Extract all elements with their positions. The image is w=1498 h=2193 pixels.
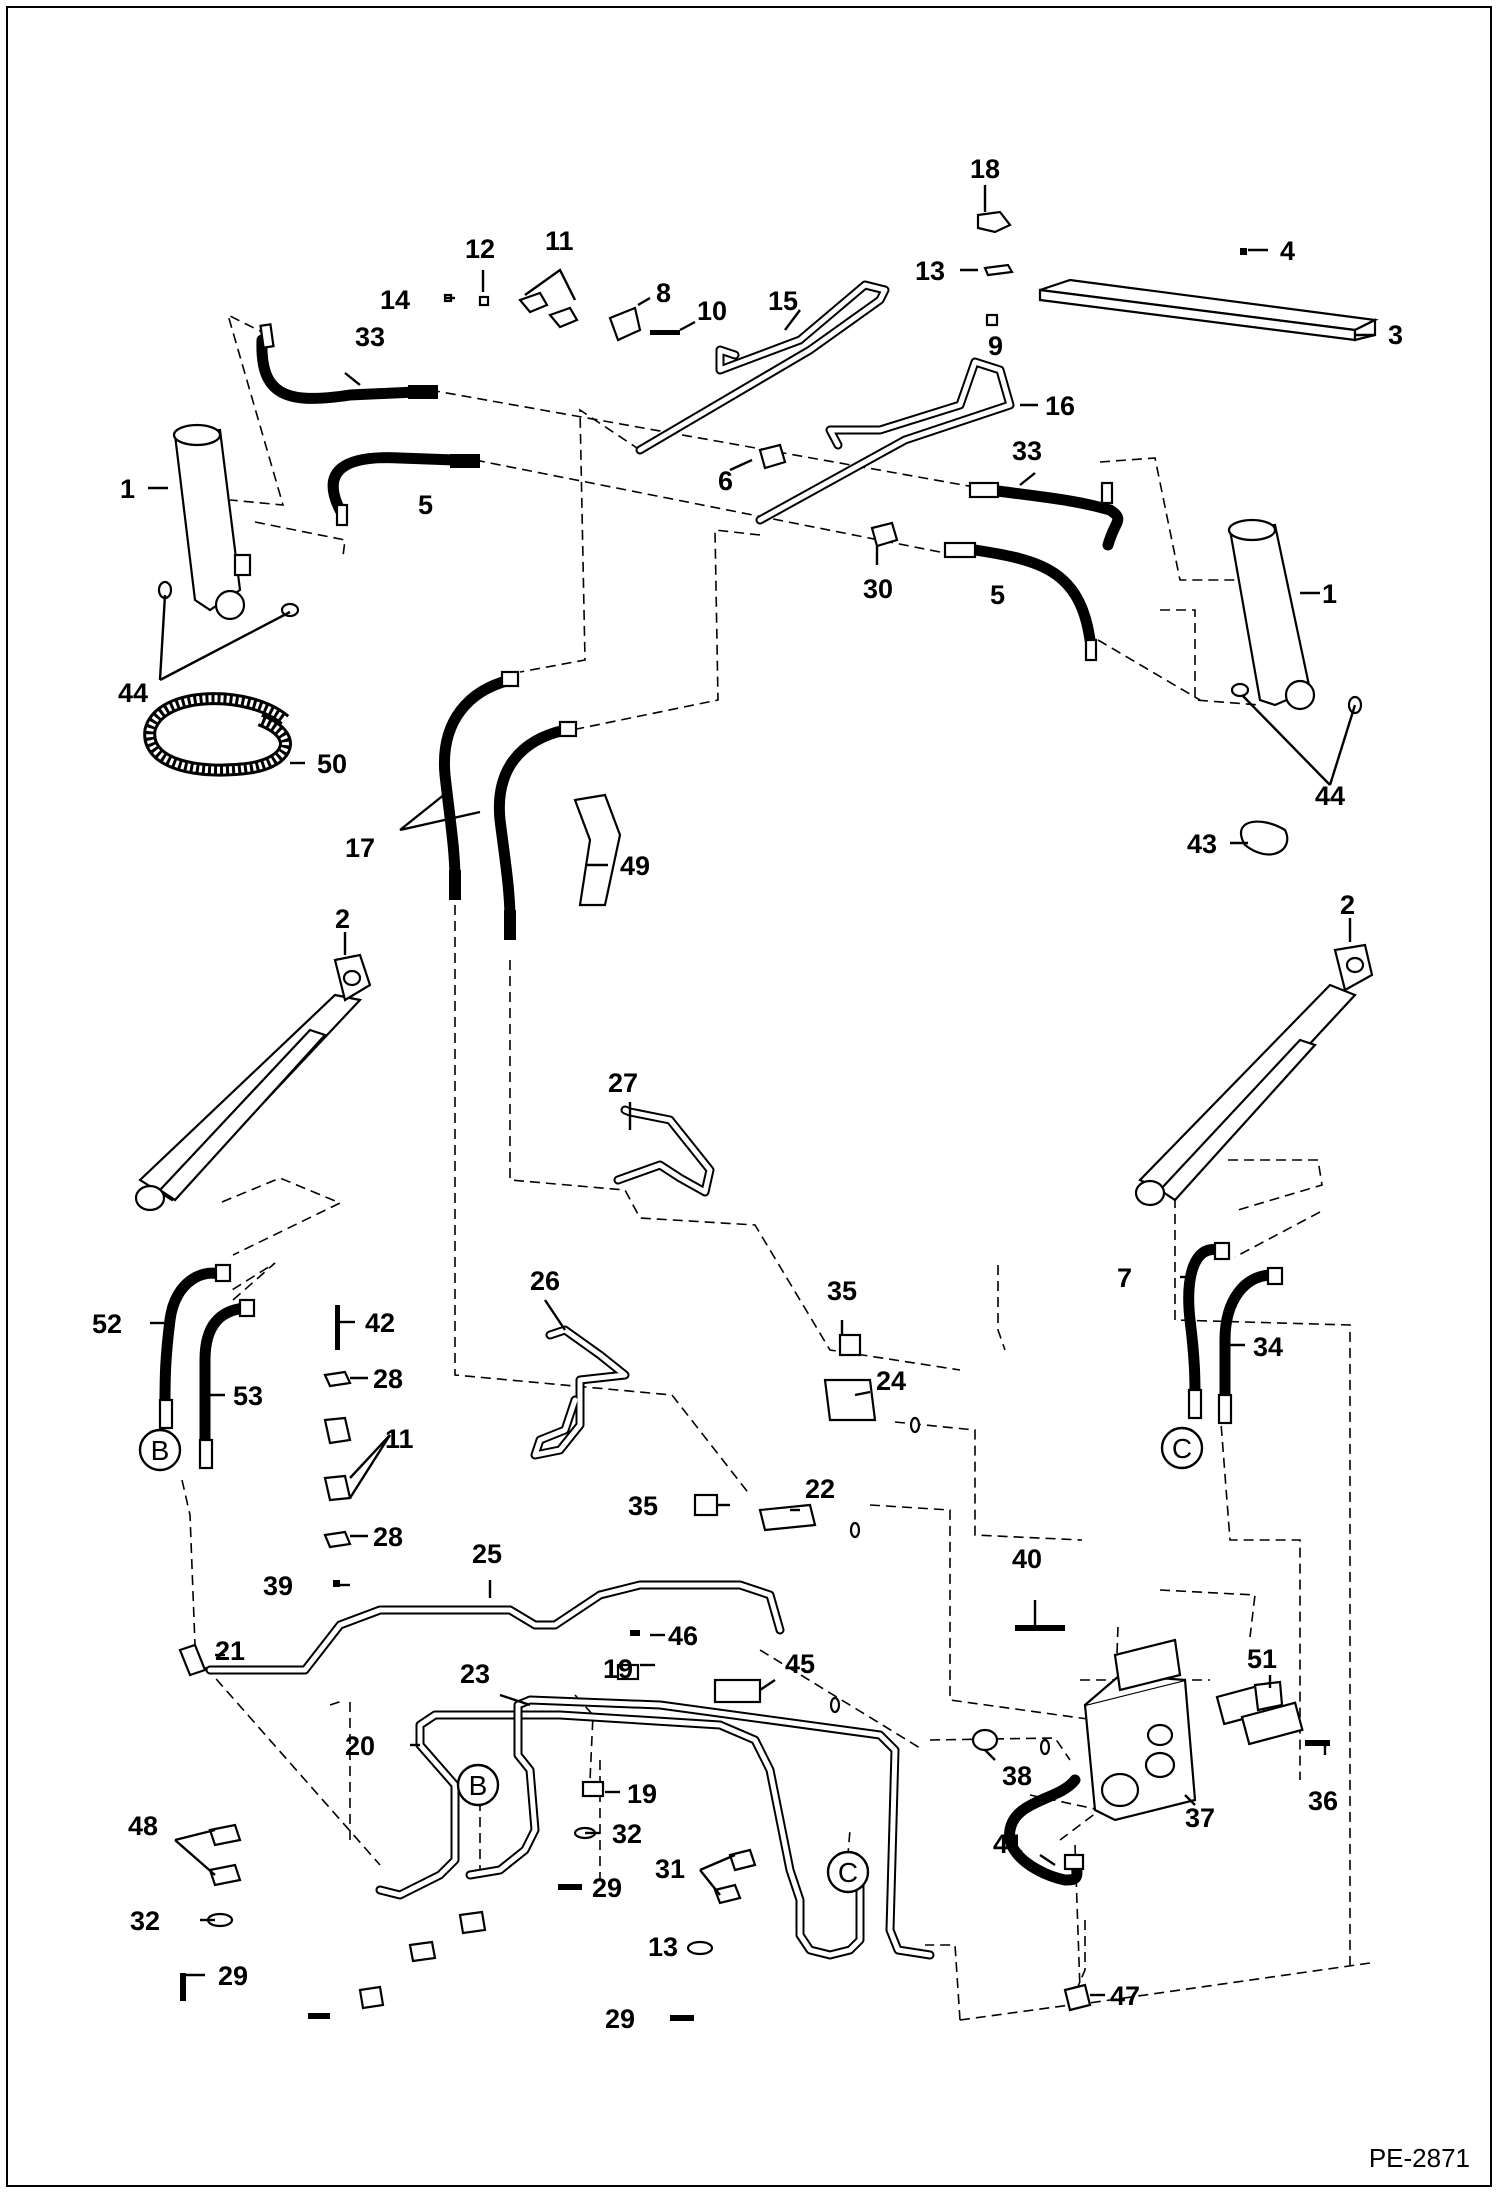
- drawing-code: PE-2871: [1369, 2143, 1470, 2173]
- reference-markers: B B C C: [138, 1426, 1204, 1894]
- callout-label: 6: [718, 466, 733, 496]
- callout-label: 5: [418, 490, 433, 520]
- reference-c-label: C: [1172, 1433, 1192, 1464]
- callout-label: 1: [1322, 579, 1337, 609]
- lift-cylinder-right: [1227, 518, 1363, 715]
- callout-label: 23: [460, 1659, 490, 1689]
- callout-label: 21: [215, 1636, 245, 1666]
- callout-label: 50: [317, 749, 347, 779]
- callout-label: 9: [988, 331, 1003, 361]
- callout-label: 15: [768, 286, 798, 316]
- callout-label: 42: [365, 1308, 395, 1338]
- callout-label: 19: [627, 1779, 657, 1809]
- callout-label: 7: [1117, 1263, 1132, 1293]
- callout-label: 12: [465, 234, 495, 264]
- callout-label: 30: [863, 574, 893, 604]
- callout-label: 46: [668, 1621, 698, 1651]
- callout-label: 47: [1110, 1981, 1140, 2011]
- callout-label: 32: [130, 1906, 160, 1936]
- callout-label: 43: [1187, 829, 1217, 859]
- callout-label: 44: [118, 678, 148, 708]
- callout-label: 3: [1388, 320, 1403, 350]
- callout-label: 34: [1253, 1332, 1283, 1362]
- parts: [134, 210, 1379, 2021]
- callout-label: 25: [472, 1539, 502, 1569]
- callout-label: 24: [876, 1366, 906, 1396]
- relief-valve: [1215, 1680, 1304, 1746]
- callout-label: 38: [1002, 1761, 1032, 1791]
- callout-leaders: [148, 185, 1375, 2020]
- callout-label: 29: [605, 2004, 635, 2034]
- reference-circle-c: [826, 1850, 870, 1894]
- callout-label: 22: [805, 1474, 835, 1504]
- callout-label: 49: [620, 851, 650, 881]
- callout-label: 40: [1012, 1544, 1042, 1574]
- callout-label: 26: [530, 1266, 560, 1296]
- callout-label: 48: [128, 1811, 158, 1841]
- callout-label: 1: [120, 474, 135, 504]
- callout-label: 33: [355, 322, 385, 352]
- callout-label: 20: [345, 1731, 375, 1761]
- tilt-cylinder-left: [134, 953, 372, 1212]
- callout-label: 41: [993, 1829, 1023, 1859]
- callout-label: 51: [1247, 1644, 1277, 1674]
- reference-b-label: B: [469, 1770, 488, 1801]
- reference-circle-b: [138, 1428, 182, 1472]
- control-valve: [1083, 1638, 1197, 1822]
- reference-c-label: C: [838, 1857, 858, 1888]
- callout-label: 10: [697, 296, 727, 326]
- callout-label: 11: [385, 1424, 414, 1454]
- callout-label: 29: [592, 1873, 622, 1903]
- callout-label: 44: [1315, 781, 1345, 811]
- callout-label: 35: [827, 1276, 857, 1306]
- callout-label: 53: [233, 1381, 263, 1411]
- callout-label: 45: [785, 1649, 815, 1679]
- callout-label: 16: [1045, 391, 1075, 421]
- step-plate: [1038, 278, 1379, 342]
- lift-cylinder-left: [157, 423, 300, 621]
- callout-label: 36: [1308, 1786, 1338, 1816]
- callout-label: 35: [628, 1491, 658, 1521]
- drawing-frame: [6, 6, 1492, 2187]
- callout-label: 28: [373, 1364, 403, 1394]
- callout-label: 29: [218, 1961, 248, 1991]
- callout-label: 52: [92, 1309, 122, 1339]
- callout-label: 2: [335, 904, 350, 934]
- callout-numbers: 1 1 2 2 3 4 5 5 6 7 8 9 10 11 11 12 13 1…: [92, 154, 1403, 2034]
- callout-label: 33: [1012, 436, 1042, 466]
- callout-label: 13: [915, 256, 945, 286]
- callout-label: 5: [990, 580, 1005, 610]
- callout-label: 28: [373, 1522, 403, 1552]
- hoses: [158, 323, 1284, 1886]
- reference-circle-b: [456, 1763, 500, 1807]
- callout-label: 11: [545, 226, 574, 256]
- tilt-cylinder-right: [1134, 943, 1374, 1207]
- callout-label: 31: [655, 1854, 685, 1884]
- callout-label: 2: [1340, 890, 1355, 920]
- reference-circle-c: [1160, 1426, 1204, 1470]
- callout-label: 8: [656, 278, 671, 308]
- callout-label: 17: [345, 833, 375, 863]
- callout-label: 19: [603, 1654, 633, 1684]
- callout-label: 32: [612, 1819, 642, 1849]
- callout-label: 14: [380, 285, 410, 315]
- callout-label: 27: [608, 1068, 638, 1098]
- callout-label: 37: [1185, 1803, 1215, 1833]
- callout-label: 13: [648, 1932, 678, 1962]
- callout-label: 18: [970, 154, 1000, 184]
- reference-b-label: B: [151, 1435, 170, 1466]
- callout-label: 39: [263, 1571, 293, 1601]
- callout-label: 4: [1280, 236, 1295, 266]
